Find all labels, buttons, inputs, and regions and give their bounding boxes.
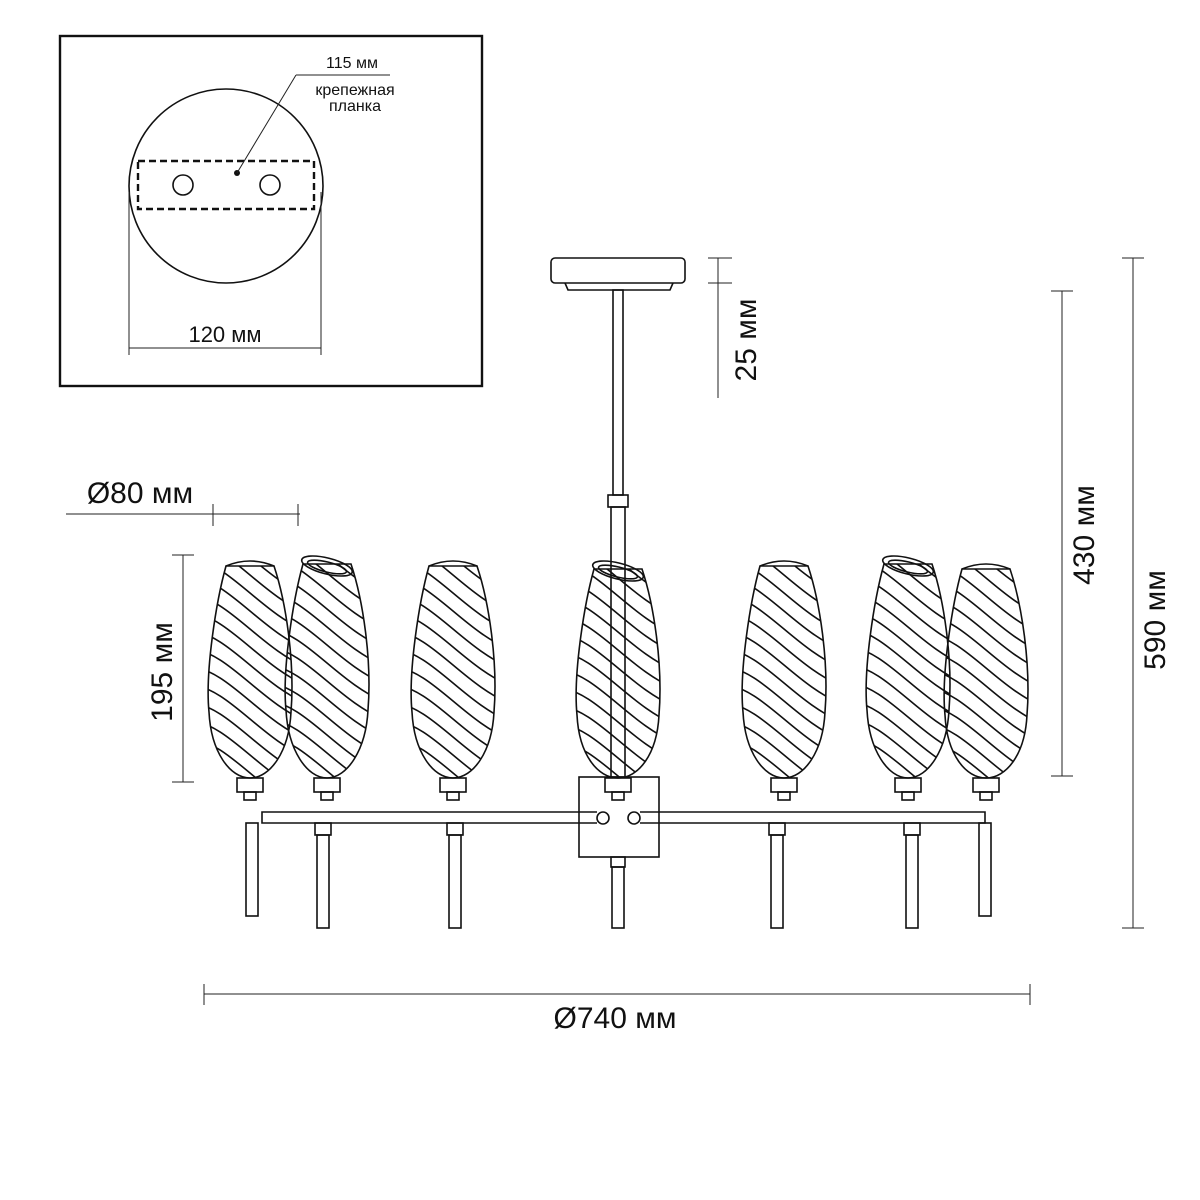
canopy-diameter-label: 120 мм — [188, 322, 261, 347]
mount-leader-line — [236, 74, 297, 174]
center-hub — [578, 776, 660, 858]
shade-diameter-label: Ø80 мм — [87, 477, 193, 510]
max-height-label: 590 мм — [1139, 570, 1172, 670]
mounting-bar-outline — [136, 159, 316, 211]
lamp-shade-3 — [410, 560, 496, 929]
canopy-height-label: 25 мм — [730, 299, 763, 382]
mount-screw-hole-right — [259, 174, 281, 196]
lamp-shade-1 — [207, 560, 293, 917]
lamp-shade-4 — [575, 560, 661, 801]
rod-coupling — [607, 494, 629, 508]
mount-plate-label-1: крепежная — [315, 82, 394, 99]
min-height-label: 430 мм — [1068, 485, 1101, 585]
center-bottom-rod — [611, 866, 625, 929]
bar-width-label: 115 мм — [326, 55, 378, 72]
suspension-rod — [612, 289, 624, 496]
fixture-side-view — [207, 257, 1029, 929]
lamp-shade-6 — [865, 555, 951, 929]
hub-bottom-cap — [610, 856, 626, 868]
lamp-shade-2 — [284, 555, 370, 929]
inset-frame — [58, 34, 484, 388]
lamp-shade-5 — [741, 560, 827, 929]
shade-height-label: 195 мм — [146, 622, 179, 722]
fixture-diameter-label: Ø740 мм — [554, 1002, 677, 1035]
mount-screw-hole-left — [172, 174, 194, 196]
mount-plate-label-2: планка — [329, 98, 381, 115]
canopy-lip — [564, 282, 674, 291]
canopy-top-view — [128, 88, 324, 284]
canopy — [550, 257, 686, 284]
lamp-shades — [207, 555, 1029, 929]
arm-right — [640, 811, 986, 824]
hub-joint-right — [627, 811, 641, 825]
mount-detail-inset: 115 мм крепежная планка 120 мм — [58, 34, 484, 388]
lamp-shade-7 — [943, 563, 1029, 917]
hub-joint-left — [596, 811, 610, 825]
arm-left — [261, 811, 597, 824]
dimension-annotations: 25 мм Ø80 мм 195 мм 430 мм 590 мм Ø740 м… — [66, 257, 1172, 1035]
